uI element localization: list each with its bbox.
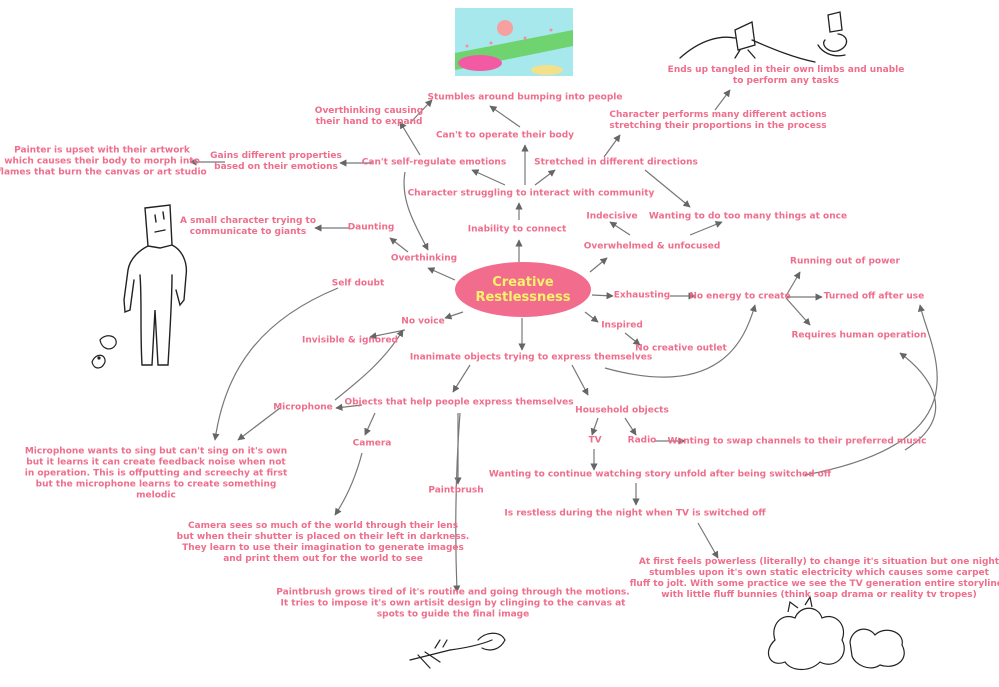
node-objects-help[interactable]: Objects that help people express themsel… [344, 397, 574, 408]
node-cant-operate[interactable]: Can't to operate their body [435, 130, 575, 141]
arrow [589, 257, 608, 273]
connector-arrows [189, 89, 938, 593]
node-overthinking[interactable]: Overthinking [390, 253, 458, 264]
arrow [714, 89, 731, 111]
paintbrush-sketch [409, 632, 506, 669]
node-no-creative-outlet[interactable]: No creative outlet [635, 343, 727, 354]
arrow [899, 352, 937, 451]
node-no-energy[interactable]: No energy to create [689, 291, 791, 302]
node-continue-watching[interactable]: Wanting to continue watching story unfol… [488, 469, 832, 480]
node-microphone-story[interactable]: Microphone wants to sing but can't sing … [24, 446, 288, 501]
node-stretched[interactable]: Stretched in different directions [534, 157, 698, 168]
arrow [364, 412, 376, 436]
arrow [444, 311, 464, 320]
arrow [399, 121, 421, 156]
arrow [534, 169, 556, 186]
node-stumbles[interactable]: Stumbles around bumping into people [427, 92, 623, 103]
central-topic[interactable]: Creative Restlessness [455, 262, 591, 317]
node-daunting[interactable]: Daunting [347, 222, 395, 233]
arrow [409, 99, 433, 124]
arrow [591, 292, 614, 300]
arrow [334, 329, 404, 401]
node-gains-properties[interactable]: Gains different properties based on thei… [210, 151, 342, 172]
tall-figure-sketch [123, 204, 188, 366]
node-tangled[interactable]: Ends up tangled in their own limbs and u… [667, 65, 905, 86]
reference-thumbnail [455, 8, 573, 76]
arrow [644, 169, 691, 208]
small-bird-sketch [91, 335, 117, 369]
arrow [697, 522, 719, 559]
thumbnail-scene [455, 20, 573, 75]
node-exhausting[interactable]: Exhausting [613, 290, 671, 301]
node-invisible[interactable]: Invisible & ignored [302, 335, 398, 346]
node-inspired[interactable]: Inspired [601, 320, 643, 331]
node-indecisive[interactable]: Indecisive [586, 211, 638, 222]
node-small-character[interactable]: A small character trying to communicate … [179, 216, 317, 237]
node-paintbrush[interactable]: Paintbrush [428, 485, 484, 496]
node-restless-night[interactable]: Is restless during the night when TV is … [504, 508, 766, 519]
arrow [403, 171, 429, 251]
node-camera[interactable]: Camera [352, 438, 392, 449]
arrow [571, 364, 589, 396]
node-paintbrush-story[interactable]: Paintbrush grows tired of it's routine a… [276, 587, 630, 620]
arrow [237, 407, 281, 441]
arrow [624, 332, 641, 346]
node-radio[interactable]: Radio [627, 435, 657, 446]
arrow [389, 237, 409, 253]
arrow [785, 271, 801, 297]
node-inability-connect[interactable]: Inability to connect [467, 224, 567, 235]
arrow [804, 304, 938, 476]
arrow [590, 417, 599, 436]
arrow [785, 297, 811, 326]
node-too-many-things[interactable]: Wanting to do too many things at once [648, 211, 848, 222]
node-inanimate-objects[interactable]: Inanimate objects trying to express them… [409, 352, 653, 363]
node-microphone[interactable]: Microphone [273, 402, 333, 413]
arrow [452, 364, 471, 393]
fluff-bunnies-sketch [767, 595, 905, 671]
node-cant-self-regulate[interactable]: Can't self-regulate emotions [361, 157, 507, 168]
arrow [427, 267, 456, 281]
node-tv-story[interactable]: At first feels powerless (literally) to … [629, 557, 999, 600]
arrow [334, 452, 363, 516]
arrow [689, 221, 723, 236]
node-overwhelmed[interactable]: Overwhelmed & unfocused [583, 241, 721, 252]
node-requires-human[interactable]: Requires human operation [791, 330, 927, 341]
arrow [604, 304, 757, 378]
node-household[interactable]: Household objects [575, 405, 669, 416]
stretching-character-sketch [679, 11, 848, 63]
node-overthinking-hand[interactable]: Overthinking causing their hand to expan… [314, 106, 424, 127]
arrow [603, 134, 621, 158]
arrow [624, 417, 637, 436]
node-swap-channels[interactable]: Wanting to swap channels to their prefer… [667, 436, 927, 447]
arrow [609, 221, 631, 236]
node-self-doubt[interactable]: Self doubt [331, 278, 385, 289]
arrow [335, 403, 363, 411]
node-turned-off[interactable]: Turned off after use [823, 291, 925, 302]
arrow [453, 412, 461, 593]
node-no-voice[interactable]: No voice [401, 316, 445, 327]
node-struggling[interactable]: Character struggling to interact with co… [407, 188, 655, 199]
node-painter[interactable]: Painter is upset with their artwork whic… [0, 145, 207, 178]
arrow [212, 287, 339, 441]
node-performs-actions[interactable]: Character performs many different action… [609, 110, 827, 131]
arrow [471, 169, 506, 186]
node-tv[interactable]: TV [588, 435, 602, 446]
node-running-out-power[interactable]: Running out of power [790, 256, 900, 267]
arrow [489, 105, 521, 128]
arrow [584, 311, 599, 323]
node-camera-story[interactable]: Camera sees so much of the world through… [176, 521, 470, 564]
